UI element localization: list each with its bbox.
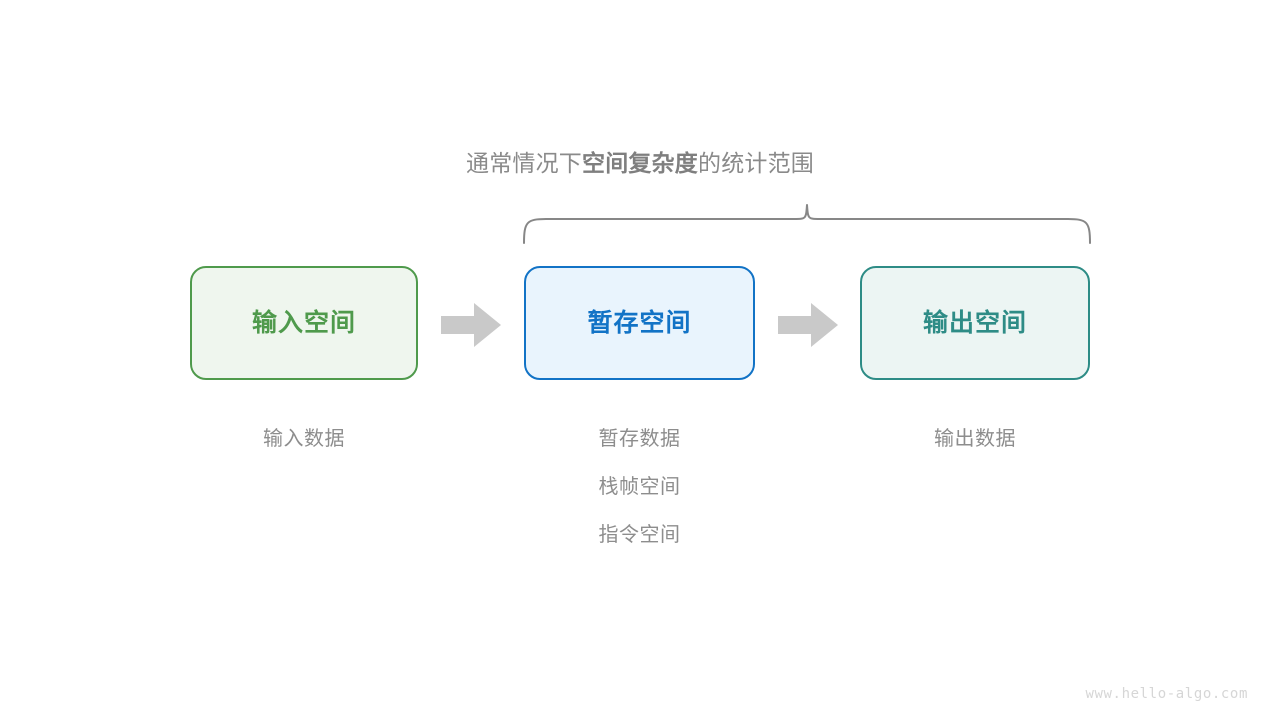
scope-title-emphasis: 空间复杂度 [582, 150, 698, 176]
caption-item: 输出数据 [934, 428, 1016, 450]
scope-brace-icon [523, 204, 1091, 244]
stage-box-output-label: 输出空间 [922, 308, 1027, 337]
caption-item: 暂存数据 [598, 428, 681, 450]
stage-box-input-label: 输入空间 [251, 308, 356, 337]
caption-item: 指令空间 [598, 524, 681, 546]
scope-title: 通常情况下空间复杂度的统计范围 [0, 146, 1280, 180]
caption-item: 栈帧空间 [598, 476, 681, 498]
arrow-right-icon-input-to-buffer [441, 303, 501, 347]
arrow-right-icon-buffer-to-output [778, 303, 838, 347]
caption-column-buffer: 暂存数据 栈帧空间 指令空间 [524, 415, 755, 559]
caption-column-output: 输出数据 [860, 415, 1090, 463]
caption-column-input: 输入数据 [190, 415, 418, 463]
caption-item: 输入数据 [263, 428, 345, 450]
stage-box-buffer: 暂存空间 [524, 266, 755, 380]
scope-title-lead: 通常情况下 [466, 150, 582, 176]
stage-box-buffer-label: 暂存空间 [587, 308, 692, 337]
scope-title-tail: 的统计范围 [698, 150, 814, 176]
site-watermark: www.hello-algo.com [1085, 686, 1248, 702]
stage-box-output: 输出空间 [860, 266, 1090, 380]
stage-box-input: 输入空间 [190, 266, 418, 380]
